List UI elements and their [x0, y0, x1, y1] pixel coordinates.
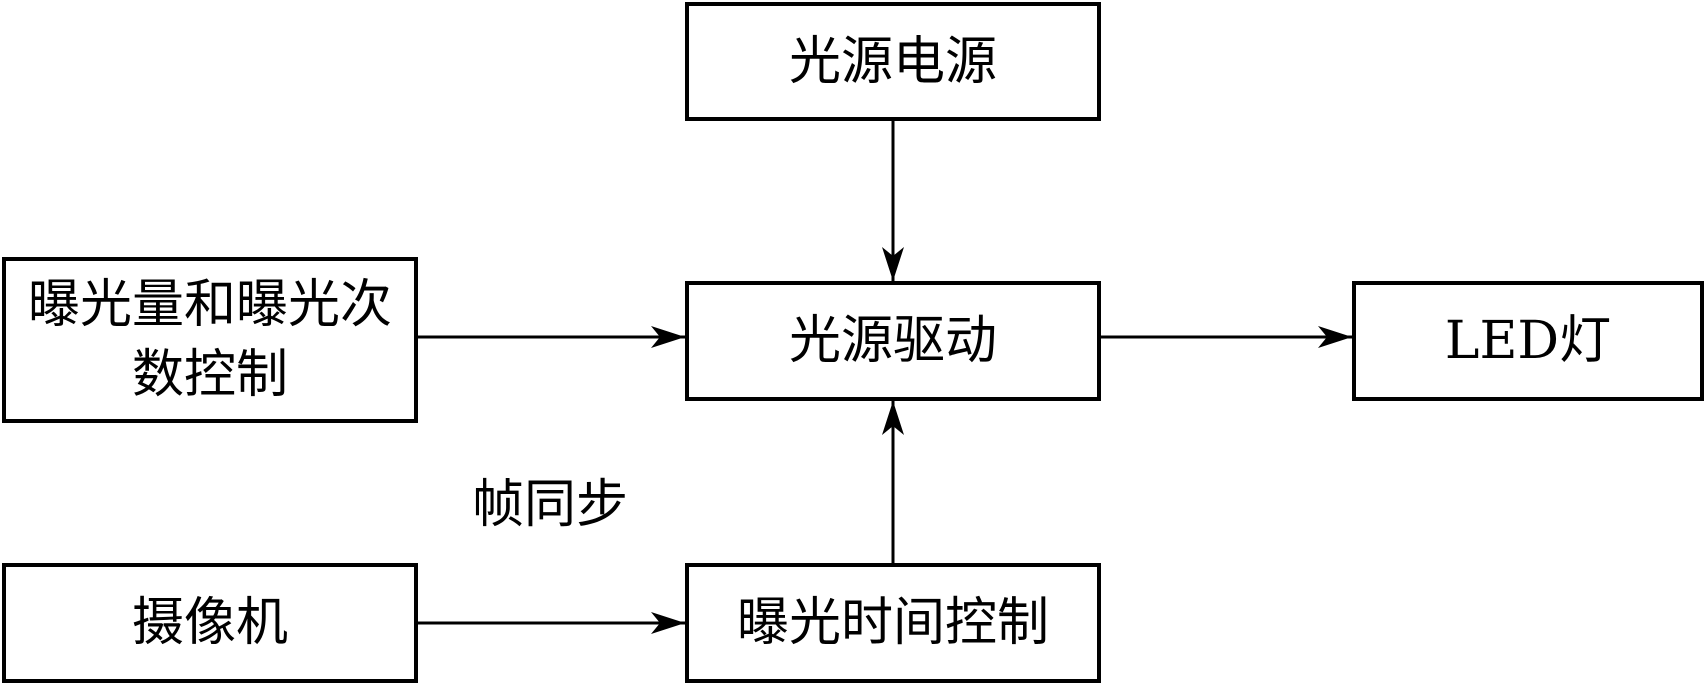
node-led-light-label: LED灯 [1444, 311, 1612, 371]
node-camera-label: 摄像机 [131, 593, 288, 653]
node-exposure-time-control: 曝光时间控制 [685, 563, 1101, 683]
node-exposure-amount-count-control: 曝光量和曝光次数控制 [2, 257, 418, 423]
node-light-source-power-label: 光源电源 [788, 31, 997, 92]
node-light-source-power: 光源电源 [685, 2, 1101, 121]
node-light-source-driver-label: 光源驱动 [788, 311, 997, 371]
node-exposure-time-control-label: 曝光时间控制 [736, 593, 1049, 653]
node-light-source-driver: 光源驱动 [685, 281, 1101, 401]
node-camera: 摄像机 [2, 563, 418, 683]
node-led-light: LED灯 [1352, 281, 1704, 401]
node-exposure-amount-count-control-label: 曝光量和曝光次数控制 [27, 275, 392, 405]
edge-label-frame-sync: 帧同步 [471, 475, 628, 535]
